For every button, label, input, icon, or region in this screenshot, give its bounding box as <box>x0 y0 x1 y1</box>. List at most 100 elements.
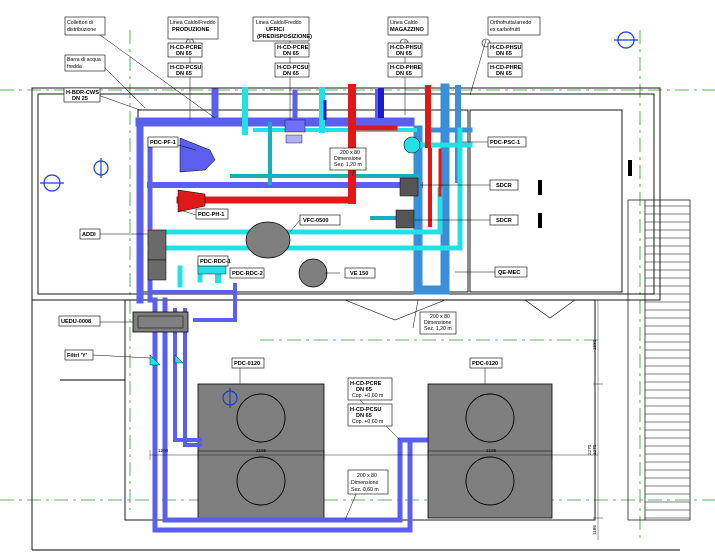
cyan-dark-pipes <box>230 122 420 220</box>
pump-psc1 <box>403 136 421 154</box>
tag-prod-2: H-CD-PCSU <box>170 65 201 71</box>
grid-lines <box>0 30 715 540</box>
label-linea-produzione-2: PRODUZIONE <box>172 27 210 33</box>
tag-uff-1: H-CD-PCRE <box>277 45 309 51</box>
tag-prod-1b: DN 65 <box>176 51 192 57</box>
label-pdc-ph1: PDC-PH-1 <box>198 212 224 218</box>
label-sdcr-1: SDCR <box>496 183 512 189</box>
label-addi: ADDI <box>82 232 96 238</box>
tag-uff-2: H-CD-PCSU <box>277 65 308 71</box>
tag-ort-2b: DN 65 <box>496 71 512 77</box>
steel-pipes <box>413 83 473 295</box>
label-pdc-rdc2: PDC-RDC-2 <box>232 271 263 277</box>
label-sdcr-2: SDCR <box>496 218 512 224</box>
tag-center-2: H-CD-PCSU <box>350 407 381 413</box>
tag-center-2b: DN 65 <box>356 413 372 419</box>
leader-lines <box>92 34 495 521</box>
label-pdc-right: PDC-0120 <box>472 361 498 367</box>
tag-mag-1: H-CD-PHSU <box>390 45 421 51</box>
label-ortho-2: ex carbofrutti <box>490 27 520 33</box>
label-pdc-left: PDC-0120 <box>234 361 260 367</box>
tag-ort-2: H-CD-PHRE <box>490 65 522 71</box>
tag-prod-2b: DN 65 <box>176 71 192 77</box>
label-linea-magazzino: Linea Caldo <box>390 20 418 26</box>
tag-mag-2: H-CD-PHRE <box>390 65 422 71</box>
red-pipes <box>176 84 442 227</box>
sdcr-box-2 <box>395 209 415 229</box>
label-barra: Barra di acqua <box>67 57 101 63</box>
dim-text: 2185 <box>256 448 267 453</box>
tag-ort-1: H-CD-PHSU <box>490 45 521 51</box>
tag-center-1: H-CD-PCRE <box>350 381 382 387</box>
label-qe: QE-MEC <box>498 270 520 276</box>
navy-pipes <box>323 88 384 120</box>
addi-box-2 <box>147 259 167 281</box>
text-labels: Collettori di distribuzione Barra di acq… <box>61 20 597 535</box>
label-linea-magazzino-2: MAGAZZINO <box>390 27 425 33</box>
section-markers <box>40 31 638 408</box>
tag-center-1c: Cop. +0,60 m <box>352 393 383 399</box>
tag-uff-2b: DN 65 <box>283 71 299 77</box>
dim-note-1: 200 x 80 <box>340 150 360 156</box>
heat-pump-units <box>197 383 553 519</box>
stair-steps <box>645 205 690 519</box>
addi-box <box>147 229 167 261</box>
label-collettori-2: distribuzione <box>67 27 96 33</box>
ve-tank <box>298 258 328 288</box>
dim-note-2b: Dimensione <box>424 320 452 326</box>
tag-ort-1b: DN 65 <box>496 51 512 57</box>
tag-uff-1b: DN 65 <box>283 51 299 57</box>
uedu-unit <box>132 311 189 333</box>
dim-text: 1580 <box>592 339 597 350</box>
label-pdc-psc1: PDC-PSC-1 <box>490 140 520 146</box>
blue-pipes <box>135 88 428 533</box>
label-linea-uffici-2: UFFICI <box>266 27 284 33</box>
sdcr-box-1 <box>399 177 419 197</box>
tag-center-2c: Cop. +0,60 m <box>352 419 383 425</box>
vfc-tank <box>245 221 291 259</box>
cabinet-symbol <box>284 119 306 133</box>
pdc-ph1-unit <box>177 189 206 213</box>
label-linea-produzione: Linea Caldo/Freddo <box>170 20 216 26</box>
dim-text: 2270 <box>587 444 592 455</box>
dim-note-1c: Sez. 1,20 m <box>334 162 362 168</box>
dim-text: 1186 <box>592 525 597 535</box>
label-vfc: VFC-0500 <box>303 218 329 224</box>
pdc-pf1-unit <box>179 137 216 173</box>
dim-text: 2185 <box>486 448 497 453</box>
tag-mag-1b: DN 65 <box>396 51 412 57</box>
equipment <box>132 119 421 366</box>
tag-mag-2b: DN 65 <box>396 71 412 77</box>
tag-center-1b: DN 65 <box>356 387 372 393</box>
dim-text: 1270 <box>592 444 597 455</box>
fan-circle <box>465 393 515 443</box>
dim-note-3: 200 x 80 <box>357 473 377 479</box>
label-ortho: Orthofrutta/arredo <box>490 20 531 26</box>
label-hbdr: H-BDR-CWS <box>66 90 99 96</box>
label-ve: VE 150 <box>350 271 368 277</box>
dimension-lines <box>149 300 603 540</box>
dim-text: 1200 <box>158 448 169 453</box>
indicator-bars <box>538 160 632 228</box>
label-collettori: Collettori di <box>67 20 93 26</box>
fan-circle <box>465 456 515 506</box>
fan-circle <box>236 456 286 506</box>
label-hbdr-2: DN 25 <box>72 96 88 102</box>
label-uedu: UEDU-0008 <box>61 319 91 325</box>
label-barra-2: fredda <box>67 64 82 70</box>
fan-circle <box>236 393 286 443</box>
label-pdc-rdc1: PDC-RDC-1 <box>200 259 231 265</box>
tag-prod-1: H-CD-PCRE <box>170 45 202 51</box>
dim-note-1b: Dimensione <box>334 156 362 162</box>
door-swings <box>344 299 576 321</box>
dim-note-3c: Sez. 0,60 m <box>351 487 379 493</box>
dim-note-3b: Dimensione <box>351 480 379 486</box>
staircase <box>627 199 691 521</box>
label-pdc-pf1: PDC-PF-1 <box>150 140 176 146</box>
label-linea-uffici: Linea Caldo/Freddo <box>256 20 302 26</box>
label-boxes <box>58 16 541 495</box>
filter-symbol <box>149 354 184 366</box>
label-linea-uffici-3: (PREDISPOSIZIONE) <box>257 34 312 40</box>
